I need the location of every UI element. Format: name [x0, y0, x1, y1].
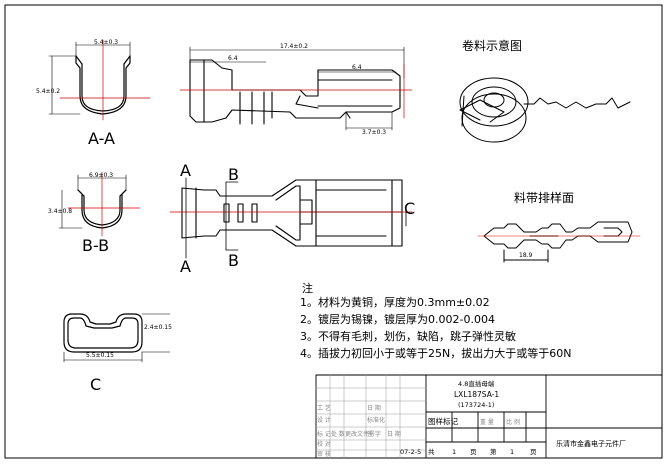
tb-part-number: LXL187SA-1: [454, 390, 499, 399]
marker-a-top: A: [180, 161, 191, 180]
view-c-width-dim: 5.5±0.15: [86, 352, 114, 359]
side-view-right-dim: 6.4: [352, 64, 362, 71]
side-view-small-dim: 3.7±0.3: [362, 129, 386, 136]
top-view: [181, 179, 403, 247]
sheet-border: [4, 4, 663, 459]
tb-page-label2: 页: [530, 448, 537, 456]
tb-scale: 比 例: [506, 418, 520, 426]
tb-sheet-no: 1: [510, 448, 514, 456]
marker-a-bottom: A: [180, 257, 191, 276]
section-bb-label: B-B: [82, 236, 109, 255]
side-view: [189, 59, 401, 125]
note-2: 2。镀层为锡镍，镀层厚为0.002-0.004: [300, 312, 495, 326]
notes-heading: 注: [302, 281, 313, 295]
note-4: 4。插拔力初回小于或等于25N，拔出力大于或等于60N: [300, 346, 571, 360]
section-aa-height-dim: 5.4±0.2: [36, 88, 60, 95]
section-aa-dims: [48, 41, 131, 115]
tb-sheet-label: 第: [490, 447, 497, 456]
tb-row0-c3: 签 字: [367, 430, 381, 438]
tb-product-name: 4.8直插母端: [458, 379, 495, 388]
tb-row1-c0: 设 计: [317, 416, 331, 424]
view-c-height-dim: 2.4±0.15: [144, 324, 172, 331]
tb-row4-c2: 日 期: [367, 404, 381, 412]
tb-company: 乐清市金鑫电子元件厂: [556, 439, 626, 448]
tb-row1-c2: 标准化: [367, 416, 385, 424]
strip-title: 料带排样面: [514, 190, 574, 205]
reel-illustration: [459, 77, 631, 143]
tb-row3-c0: 审 核: [317, 450, 331, 458]
view-c-dims: [63, 313, 171, 363]
tb-row0-c2: 更改文件号: [345, 430, 375, 438]
title-block-left-grid: [315, 374, 427, 459]
tb-date: 07-2-5: [400, 448, 421, 456]
strip-pitch-dim: 18.9: [519, 252, 533, 259]
note-3: 3。不得有毛刺，划伤，缺陷，跳子弹性灵敏: [300, 329, 516, 343]
marker-c: C: [404, 199, 415, 218]
section-aa-label: A-A: [88, 129, 115, 148]
tb-sheets-total-label: 共: [428, 447, 435, 456]
side-view-dims: [189, 46, 405, 131]
view-c-label: C: [90, 375, 101, 394]
strip-illustration: [483, 221, 633, 263]
reel-title: 卷料示意图: [462, 38, 522, 53]
tb-sheets-total: 1: [452, 448, 456, 456]
marker-b-bottom: B: [228, 251, 239, 270]
title-block-grid: [315, 374, 663, 459]
tb-row0-c4: 日 期: [387, 430, 401, 438]
section-aa-width-dim: 5.4±0.3: [94, 39, 118, 46]
tb-drawing-mark: 图样标记: [428, 416, 458, 426]
view-c: [63, 313, 143, 353]
tb-row0-c0: 标 记: [317, 430, 331, 438]
side-view-left-dim: 6.4: [228, 55, 238, 62]
tb-weight: 重 量: [480, 418, 494, 426]
tb-row4-c0: 工 艺: [317, 404, 331, 412]
marker-b-top: B: [228, 165, 239, 184]
section-bb-width-dim: 6.9±0.3: [89, 172, 113, 179]
section-markers: [185, 177, 407, 259]
section-bb-height-dim: 3.4±0.8: [48, 208, 72, 215]
tb-row0-c1: 处 数: [331, 430, 345, 438]
tb-page-label: 页: [470, 448, 477, 456]
note-1: 1。材料为黄铜，厚度为0.3mm±0.02: [300, 295, 490, 309]
tb-ref-number: (173724-1): [458, 401, 494, 409]
tb-row2-c0: 校 对: [317, 440, 331, 448]
side-view-total-dim: 17.4±0.2: [280, 43, 308, 50]
